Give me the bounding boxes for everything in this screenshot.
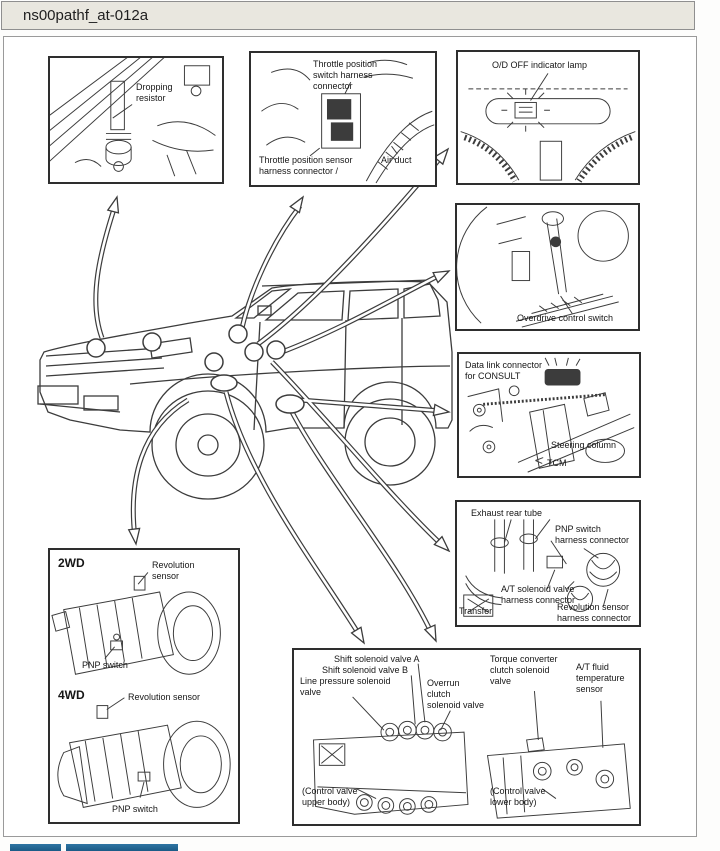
- component-marker: [244, 342, 264, 362]
- transmission-sketch: [51, 572, 231, 808]
- data-link-sketch: [467, 357, 635, 473]
- footer-button-2[interactable]: [66, 844, 178, 851]
- label-at-fluid-temp-sensor: A/T fluid temperature sensor: [576, 662, 625, 694]
- label-torque-converter-solenoid: Torque converter clutch solenoid valve: [490, 654, 558, 686]
- title-bar: ns00pathf_at-012a: [1, 1, 695, 30]
- arrowhead-icon: [127, 527, 141, 546]
- label-4wd-revolution-sensor: Revolution sensor: [128, 692, 201, 702]
- callout-overdrive-switch: Overdrive control switch: [455, 203, 640, 331]
- arrowhead-icon: [433, 535, 451, 553]
- label-shift-solenoid-a: Shift solenoid valve A: [334, 654, 420, 664]
- component-marker: [204, 352, 224, 372]
- label-steering-column: Steering column: [551, 440, 617, 450]
- arrowhead-icon: [432, 270, 451, 284]
- callout-dropping-resistor: Dropping resistor: [48, 56, 224, 184]
- throttle-connector-sketch: [261, 59, 435, 184]
- label-throttle-sensor-connector: Throttle position sensor harness connect…: [259, 155, 353, 176]
- callout-od-off-lamp: O/D OFF indicator lamp: [456, 50, 640, 185]
- callout-transmission: 2WD Revolution sensor PNP switch 4WD Rev…: [48, 548, 240, 824]
- label-4wd-pnp-switch: PNP switch: [112, 804, 158, 814]
- footer-button-1[interactable]: [10, 844, 61, 851]
- overdrive-switch-sketch: [457, 206, 629, 328]
- label-throttle-switch-connector: Throttle position switch harness connect…: [313, 59, 378, 91]
- harness-connectors-sketch: [463, 519, 621, 617]
- component-marker: [142, 332, 162, 352]
- component-marker: [210, 374, 238, 392]
- component-marker: [228, 324, 248, 344]
- arrowhead-icon: [350, 626, 365, 645]
- dropping-resistor-sketch: [50, 58, 216, 177]
- label-4wd: 4WD: [58, 688, 85, 702]
- label-overrun-clutch-solenoid: Overrun clutch solenoid valve: [427, 678, 485, 710]
- label-line-pressure-solenoid: Line pressure solenoid valve: [300, 676, 391, 697]
- label-control-valve-upper-body: (Control valve upper body): [302, 786, 358, 807]
- label-control-valve-lower-body: (Control valve lower body): [490, 786, 546, 807]
- label-transfer: Transfer: [459, 606, 493, 616]
- label-data-link-connector: Data link connector for CONSULT: [465, 360, 543, 381]
- label-dropping-resistor: Dropping resistor: [136, 82, 173, 103]
- page-title: ns00pathf_at-012a: [23, 7, 149, 24]
- component-marker: [275, 394, 305, 414]
- label-air-duct: Air duct: [381, 155, 412, 165]
- label-shift-solenoid-b: Shift solenoid valve B: [322, 665, 409, 675]
- label-od-off-lamp: O/D OFF indicator lamp: [492, 60, 588, 70]
- label-pnp-harness-connector: PNP switch harness connector: [555, 524, 630, 545]
- label-exhaust-rear-tube: Exhaust rear tube: [471, 508, 543, 518]
- label-revolution-harness-connector: Revolution sensor harness connector: [557, 602, 632, 623]
- arrowhead-icon: [106, 195, 120, 214]
- vehicle-outline: [37, 279, 453, 500]
- callout-data-link-tcm: Data link connector for CONSULT Steering…: [457, 352, 641, 478]
- component-markers: [86, 324, 305, 414]
- arrowhead-icon: [433, 147, 450, 166]
- callout-throttle-connectors: Throttle position switch harness connect…: [249, 51, 437, 187]
- control-valve-sketch: [313, 663, 631, 819]
- arrowhead-icon: [289, 195, 305, 214]
- label-2wd-pnp-switch: PNP switch: [82, 660, 128, 670]
- od-off-lamp-sketch: [460, 73, 636, 183]
- label-2wd: 2WD: [58, 556, 85, 570]
- callout-harness-connectors: Exhaust rear tube PNP switch harness con…: [455, 500, 641, 627]
- component-marker: [86, 338, 106, 358]
- callout-control-valve: Shift solenoid valve A Shift solenoid va…: [292, 648, 641, 826]
- label-tcm: TCM: [547, 458, 567, 468]
- label-overdrive-switch: Overdrive control switch: [517, 313, 614, 323]
- arrowhead-icon: [423, 624, 437, 643]
- arrowhead-icon: [432, 403, 451, 417]
- label-at-solenoid-harness-connector: A/T solenoid valve harness connector: [501, 584, 576, 605]
- label-2wd-revolution-sensor: Revolution sensor: [152, 560, 195, 581]
- component-marker: [266, 340, 286, 360]
